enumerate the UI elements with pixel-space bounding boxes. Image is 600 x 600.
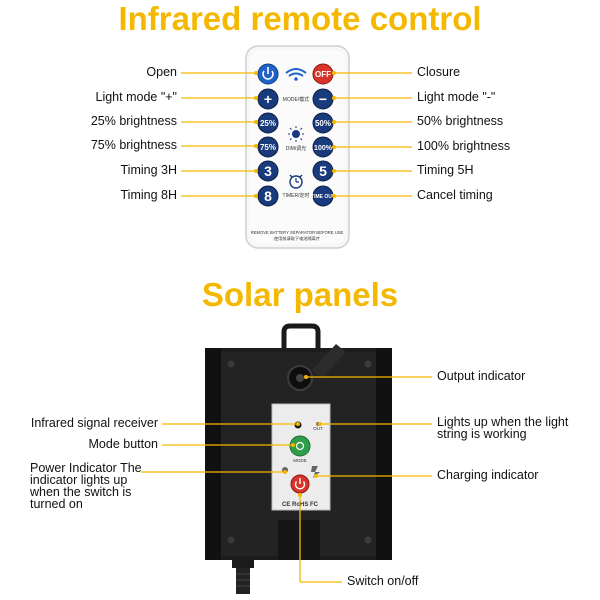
label-power-indicator: Power Indicator The indicator lights up … — [30, 461, 142, 511]
label-b75: 75% brightness — [90, 138, 177, 152]
timer-3-button[interactable]: 3 — [257, 160, 279, 182]
b100-label: 100% — [314, 145, 333, 152]
off-button[interactable]: OFF — [312, 63, 334, 85]
label-t3: Timing 3H — [120, 163, 178, 177]
mode-text-panel: MODE — [293, 458, 307, 463]
label-light-plus: Light mode "+" — [95, 90, 178, 104]
brightness-25-button[interactable]: 25% — [257, 112, 279, 134]
minus-button-label: − — [319, 91, 327, 107]
label-b50: 50% brightness — [417, 114, 504, 128]
label-charging-indicator: Charging indicator — [437, 468, 539, 482]
power-switch-button[interactable] — [290, 474, 310, 494]
brightness-100-button[interactable]: 100% — [312, 136, 334, 158]
label-output-indicator: Output indicator — [437, 369, 526, 383]
brightness-50-button[interactable]: 50% — [312, 112, 334, 134]
timer-8-button[interactable]: 8 — [257, 185, 279, 207]
mode-button[interactable] — [289, 435, 311, 457]
plus-button[interactable]: + — [257, 88, 279, 110]
solar-leader-lines — [141, 375, 432, 583]
alarm-clock-icon — [289, 174, 303, 189]
wifi-icon — [285, 68, 307, 81]
dim-text: DIM/调光 — [286, 145, 307, 152]
b25-label: 25% — [260, 119, 276, 128]
b50-label: 50% — [315, 119, 331, 128]
label-t5: Timing 5H — [417, 163, 474, 177]
brightness-75-button[interactable]: 75% — [257, 136, 279, 158]
out-text: OUT — [313, 426, 323, 431]
label-mode-button: Mode button — [88, 437, 159, 451]
label-closure: Closure — [417, 65, 461, 79]
battery-note-cn: 使用前请取下电池隔离片 — [274, 235, 320, 242]
label-b25: 25% brightness — [90, 114, 177, 128]
label-lights-up: Lights up when the light string is worki… — [437, 415, 569, 441]
solar-title: Solar panels — [201, 276, 399, 313]
power-button[interactable] — [257, 63, 279, 85]
remote-control: OFF + MODE/模式 − 25% 50% — [245, 45, 350, 249]
battery-note: REMOVE BATTERY SEPARATOR BEFORE USE — [251, 230, 344, 235]
label-cancel: Cancel timing — [417, 188, 493, 202]
sun-icon — [288, 126, 304, 142]
t8-label: 8 — [264, 188, 272, 204]
t3-label: 3 — [264, 163, 272, 179]
plus-button-label: + — [264, 91, 272, 107]
timer-text: TIMER/定时 — [283, 192, 310, 199]
timer-5-button[interactable]: 5 — [312, 160, 334, 182]
solar-controller-box: OUT MODE CE RoHS FC — [205, 323, 392, 594]
off-button-label: OFF — [315, 70, 331, 79]
mode-text: MODE/模式 — [283, 96, 309, 103]
label-b100: 100% brightness — [417, 139, 511, 153]
timeout-label: TIME OUT — [311, 194, 335, 200]
charging-icon — [311, 466, 320, 478]
b75-label: 75% — [260, 143, 276, 152]
label-switch: Switch on/off — [347, 574, 419, 588]
label-t8: Timing 8H — [120, 188, 178, 202]
remote-title: Infrared remote control — [118, 0, 482, 37]
t5-label: 5 — [319, 163, 327, 179]
label-ir-receiver: Infrared signal receiver — [30, 416, 158, 430]
label-open: Open — [146, 65, 177, 79]
remote-leader-lines — [181, 71, 412, 198]
minus-button[interactable]: − — [312, 88, 334, 110]
label-light-minus: Light mode "-" — [417, 90, 496, 104]
